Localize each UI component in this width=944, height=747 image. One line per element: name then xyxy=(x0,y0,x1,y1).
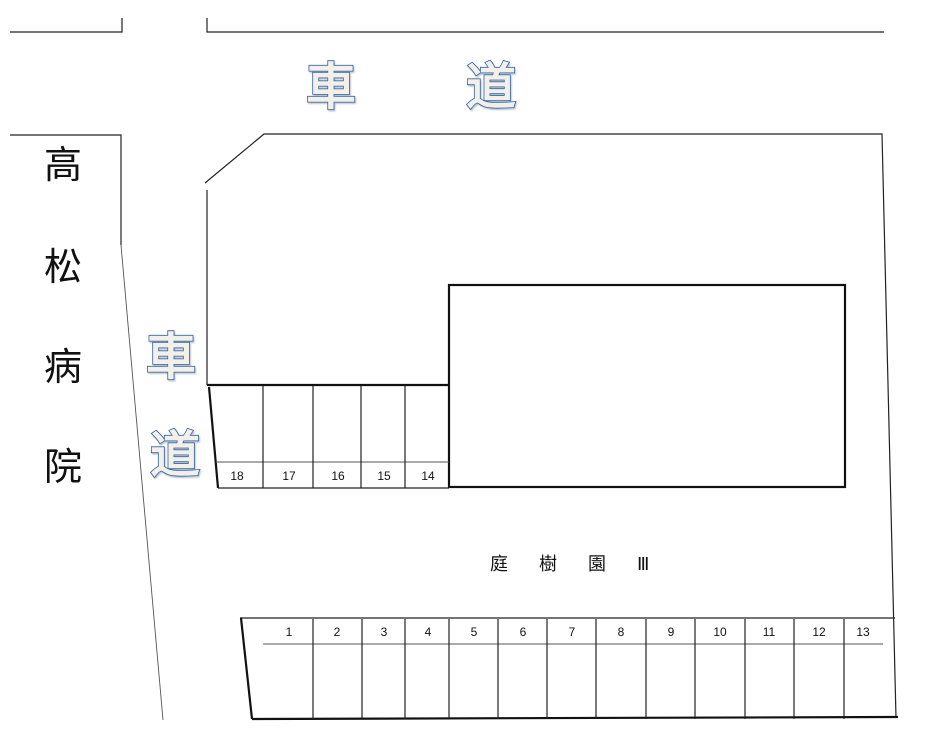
parking-space-14: 14 xyxy=(421,469,435,483)
road-char: 車 xyxy=(146,328,196,386)
parking-space-16: 16 xyxy=(331,469,345,483)
hospital-char: 院 xyxy=(44,445,82,489)
parking-space-8: 8 xyxy=(618,625,625,639)
hospital-boundary xyxy=(10,134,164,721)
building-name-char: Ⅲ xyxy=(637,554,649,575)
parking-space-10: 10 xyxy=(713,625,727,639)
parking-upper-row xyxy=(207,383,449,489)
parking-space-5: 5 xyxy=(471,625,478,639)
parking-space-13: 13 xyxy=(856,625,870,639)
building-name-char: 樹 xyxy=(539,554,557,575)
parking-space-6: 6 xyxy=(520,625,527,639)
parking-space-1: 1 xyxy=(286,625,293,639)
parking-space-17: 17 xyxy=(282,469,296,483)
parking-space-18: 18 xyxy=(230,469,244,483)
hospital-char: 高 xyxy=(44,143,82,187)
property-outline xyxy=(204,133,897,719)
parking-space-12: 12 xyxy=(812,625,826,639)
building-name-char: 庭 xyxy=(490,554,508,575)
road-label-top: 車 道 xyxy=(305,57,517,117)
hospital-char: 病 xyxy=(44,345,82,389)
parking-space-7: 7 xyxy=(569,625,576,639)
road-label-left: 車 道 xyxy=(145,327,201,485)
parking-space-15: 15 xyxy=(377,469,391,483)
parking-upper-numbers: 18 17 16 15 14 xyxy=(230,469,435,483)
road-char: 道 xyxy=(150,426,200,484)
parking-space-3: 3 xyxy=(381,625,388,639)
parking-space-4: 4 xyxy=(425,625,432,639)
road-boundary-top xyxy=(10,18,884,33)
road-char: 車 xyxy=(306,58,356,116)
parking-space-11: 11 xyxy=(763,625,776,639)
road-char: 道 xyxy=(466,58,516,116)
building-name-char: 園 xyxy=(588,554,606,575)
building-outline xyxy=(447,283,847,489)
hospital-char: 松 xyxy=(44,245,82,289)
parking-lower-row xyxy=(239,617,899,721)
parking-space-9: 9 xyxy=(668,625,675,639)
parking-space-2: 2 xyxy=(334,625,341,639)
parking-lower-numbers: 1 2 3 4 5 6 7 8 9 10 11 12 13 xyxy=(286,625,870,639)
building-name: 庭 樹 園 Ⅲ xyxy=(490,554,649,575)
hospital-label: 高 松 病 院 xyxy=(44,143,82,489)
